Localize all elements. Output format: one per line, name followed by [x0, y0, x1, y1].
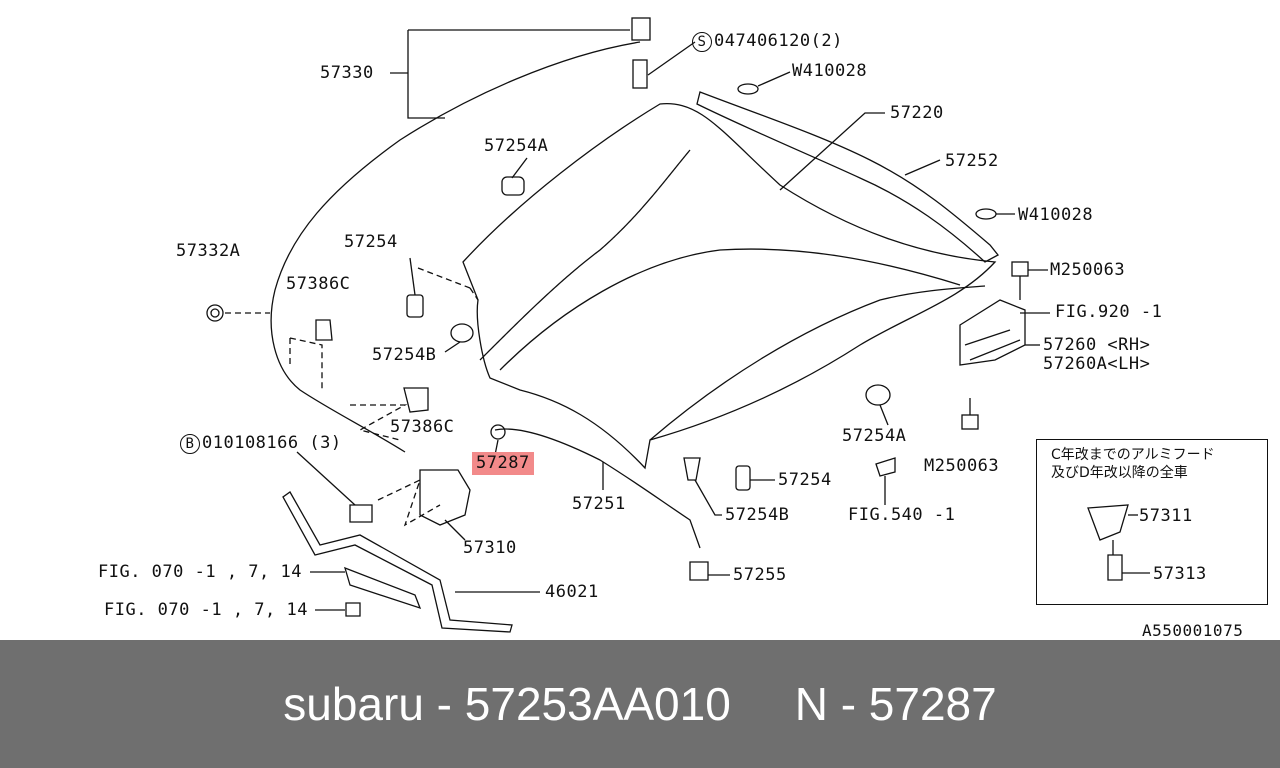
leader-0101: [296, 451, 356, 506]
label-57386C-b: 57386C: [390, 417, 455, 437]
leader-57254B-lower: [694, 479, 722, 516]
label-57287-highlighted: 57287: [472, 452, 534, 475]
brace-plate: [344, 566, 422, 610]
leader-57310: [444, 519, 466, 541]
hood-release-cable: [270, 41, 641, 453]
grommet-57332A: [206, 304, 224, 322]
bolt-0474: [632, 59, 648, 89]
label-57313: 57313: [1153, 564, 1207, 584]
hood-panel: [462, 103, 997, 470]
dash-latch: [377, 478, 441, 527]
leader-57254: [409, 257, 416, 296]
leader-57252: [904, 159, 941, 176]
label-57310: 57310: [463, 538, 517, 558]
label-57386C-a: 57386C: [286, 274, 351, 294]
bracket-57330: [390, 29, 630, 119]
label-FIG070-b: FIG. 070 -1 , 7, 14: [104, 600, 308, 620]
grommet-57287: [490, 424, 506, 440]
label-FIG070-a: FIG. 070 -1 , 7, 14: [98, 562, 302, 582]
brace-46021: [282, 491, 513, 633]
label-W410028-a: W410028: [792, 61, 868, 81]
label-57311: 57311: [1139, 506, 1193, 526]
clip-57255: [689, 561, 709, 581]
prop-rod-57251: [494, 428, 701, 549]
label-57252: 57252: [945, 151, 999, 171]
hood-inner-line-3: [649, 285, 986, 441]
dash-57386C-a: [289, 337, 323, 390]
leader-0474: [647, 41, 696, 76]
bumper-57254B: [450, 323, 474, 343]
bumper-57254-lower: [735, 465, 751, 491]
label-57332A: 57332A: [176, 241, 241, 261]
dash-57254: [417, 267, 479, 301]
bolt-57313: [1107, 554, 1123, 581]
label-57254B-upper: 57254B: [372, 345, 437, 365]
label-57254B-lower: 57254B: [725, 505, 790, 525]
label-57254-upper: 57254: [344, 232, 398, 252]
bolt-0101: [349, 504, 373, 523]
washer-W410028b: [975, 208, 997, 220]
bumper-57254B-lower: [683, 457, 701, 481]
label-57260: 57260 <RH>: [1043, 335, 1151, 355]
hood-leader-57220: [779, 112, 885, 191]
bracket-57260: [959, 299, 1026, 366]
weatherstrip: [696, 91, 999, 263]
dash-57386C-b: [350, 404, 408, 441]
washer-W410028a: [737, 83, 759, 95]
clip-57386C-b: [403, 387, 429, 413]
label-57254A-right: 57254A: [842, 426, 907, 446]
label-FIG540: FIG.540 -1: [848, 505, 956, 525]
latch-57310: [419, 469, 471, 526]
label-57254-lower: 57254: [778, 470, 832, 490]
label-57255: 57255: [733, 565, 787, 585]
inset-note: C年改までのアルミフード 及びD年改以降の全車: [1051, 447, 1215, 481]
clip-57311: [1087, 504, 1129, 541]
label-M250063-b: M250063: [924, 456, 1000, 476]
hood-inner-line-2: [499, 248, 961, 371]
marker-b: B: [180, 434, 200, 454]
bolt-M250063b: [961, 414, 979, 430]
label-57254A-top: 57254A: [484, 136, 549, 156]
bolt-M250063a: [1011, 261, 1029, 277]
label-M250063-a: M250063: [1050, 260, 1126, 280]
label-57220: 57220: [890, 103, 944, 123]
label-46021: 46021: [545, 582, 599, 602]
label-document-number: A550001075: [1142, 621, 1244, 640]
leader-W410028a: [757, 71, 791, 87]
bumper-57254: [406, 294, 424, 318]
leader-57254B: [444, 341, 461, 353]
label-57330: 57330: [320, 63, 374, 83]
inset-box: C年改までのアルミフード 及びD年改以降の全車 57311 57313: [1036, 439, 1268, 605]
label-FIG920: FIG.920 -1: [1055, 302, 1163, 322]
clip-57254A-right: [865, 384, 891, 406]
clip-FIG540: [875, 457, 896, 477]
bolt-FIG070b: [345, 602, 361, 617]
clip-57386C-a: [315, 319, 333, 341]
clip-57254A-top: [501, 176, 525, 196]
leader-57254A-top: [511, 157, 528, 179]
label-57251: 57251: [572, 494, 626, 514]
footer-part-text: subaru - 57253AA010 N - 57287: [283, 678, 997, 730]
hood-inner-line: [479, 149, 691, 361]
marker-s: S: [692, 32, 712, 52]
leader-57254A-right: [879, 404, 889, 426]
diagram-drawing: [206, 17, 1150, 633]
label-57260A: 57260A<LH>: [1043, 354, 1151, 374]
label-W410028-b: W410028: [1018, 205, 1094, 225]
footer-banner: subaru - 57253AA010 N - 57287: [0, 640, 1280, 768]
